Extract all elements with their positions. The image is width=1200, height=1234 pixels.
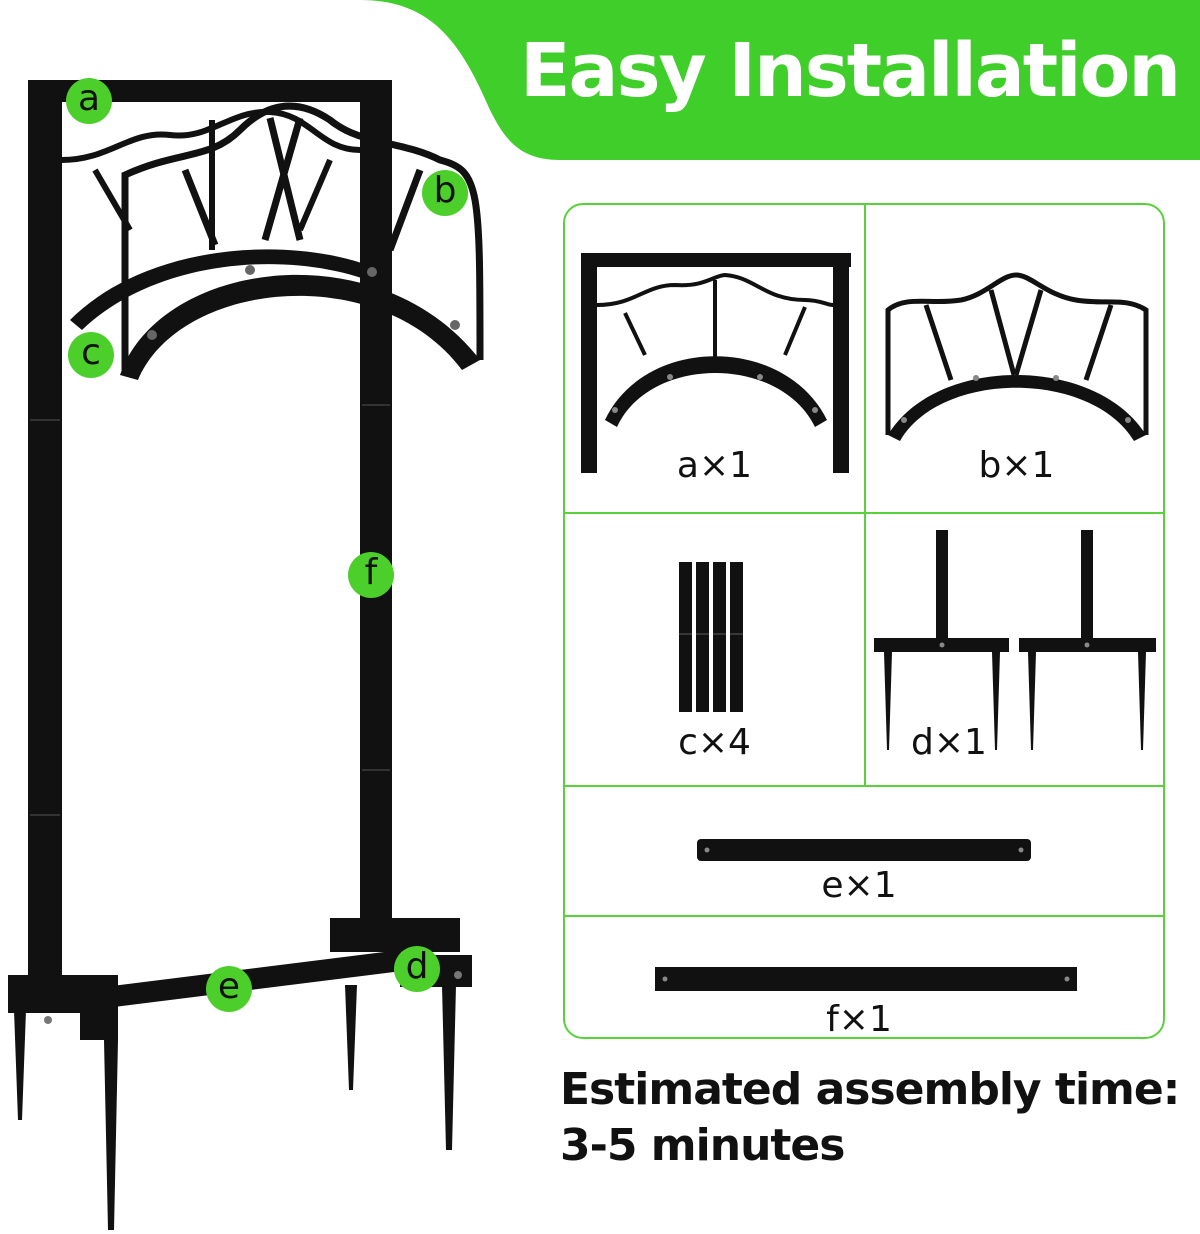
part-f-cell: f×1 — [565, 917, 1163, 1039]
part-c-cell: c×4 — [565, 514, 864, 785]
part-a-cell: a×1 — [565, 205, 864, 512]
header-banner — [360, 0, 1200, 160]
assembly-time-line1: Estimated assembly time: — [560, 1064, 1180, 1115]
part-d-label: d×1 — [911, 722, 987, 763]
part-a-image — [581, 253, 851, 473]
part-a-label: a×1 — [676, 445, 753, 486]
marker-c: c — [68, 332, 114, 378]
part-f-label: f×1 — [826, 999, 892, 1039]
part-d-cell: d×1 — [866, 514, 1163, 785]
marker-b: b — [422, 170, 468, 216]
part-e-image — [697, 839, 1031, 861]
marker-e: e — [206, 966, 252, 1012]
marker-a: a — [66, 78, 112, 124]
part-b-label: b×1 — [978, 445, 1055, 486]
part-f-image — [655, 967, 1077, 991]
hose-stand-illustration — [8, 80, 484, 1230]
part-c-label: c×4 — [678, 722, 751, 763]
part-e-label: e×1 — [821, 865, 897, 906]
page-title: Easy Installation — [520, 28, 1181, 114]
part-e-cell: e×1 — [565, 787, 1163, 915]
part-b-cell: b×1 — [866, 205, 1163, 512]
part-c-image — [679, 562, 743, 712]
marker-f: f — [348, 552, 394, 598]
part-b-image — [885, 272, 1149, 441]
part-d-image — [874, 530, 1156, 750]
parts-list-panel: a×1 b×1 — [563, 203, 1165, 1039]
marker-d: d — [394, 946, 440, 992]
assembly-time: Estimated assembly time: 3-5 minutes — [560, 1062, 1180, 1174]
assembly-time-line2: 3-5 minutes — [560, 1120, 845, 1171]
